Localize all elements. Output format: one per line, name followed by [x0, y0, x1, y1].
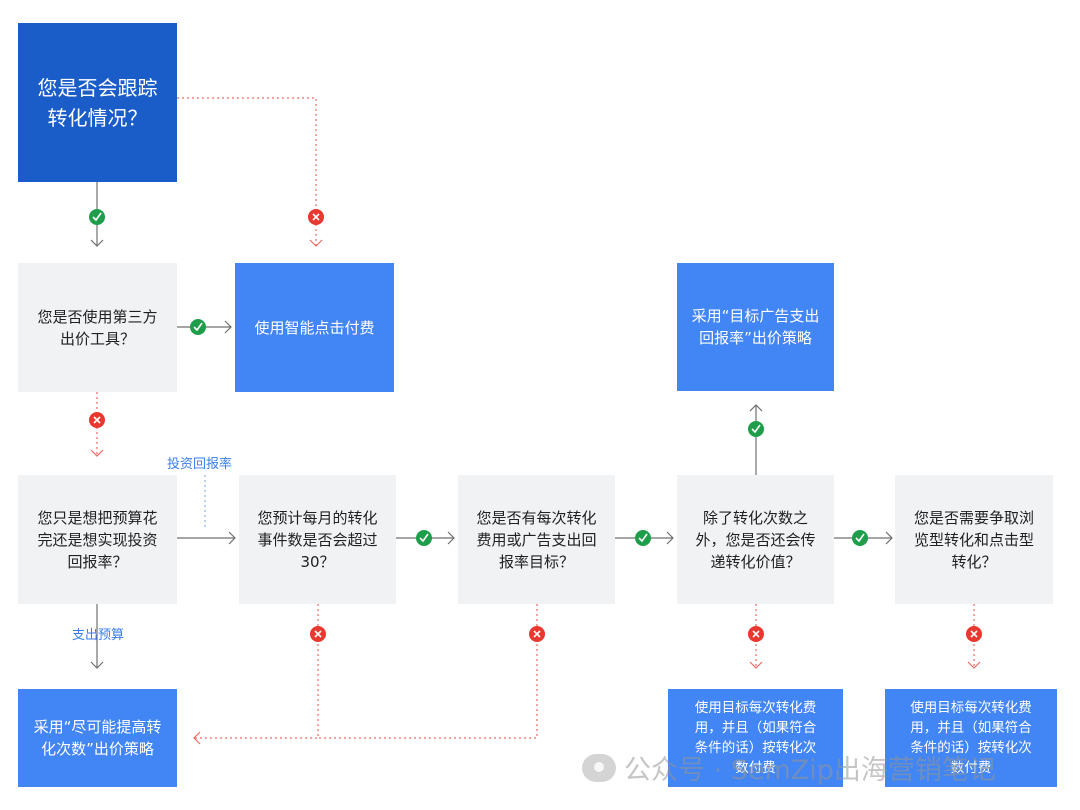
node-third-party-tool: 您是否使用第三方 出价工具？ — [18, 263, 177, 392]
watermark: 公众号 · SemZip出海营销笔记 — [582, 748, 996, 787]
no-x-icon — [89, 412, 105, 428]
no-x-icon — [966, 626, 982, 642]
node-smart-click: 使用智能点击付费 — [235, 263, 394, 392]
node-target-cpa-2: 使用目标每次转化费 用，并且（如果符合 条件的话）按转化次 数付费 — [885, 689, 1057, 787]
node-target-roas: 采用“目标广告支出 回报率”出价策略 — [677, 263, 834, 391]
node-cpa-roas-target: 您是否有每次转化 费用或广告支出回 报率目标？ — [458, 475, 615, 604]
yes-check-icon — [89, 209, 105, 225]
yes-check-icon — [852, 530, 868, 546]
watermark-text: 公众号 · SemZip出海营销笔记 — [624, 755, 996, 786]
yes-check-icon — [635, 530, 651, 546]
solid-connectors — [90, 182, 893, 669]
no-x-icon — [308, 209, 324, 225]
node-budget-or-roi: 您只是想把预算花 完还是想实现投资 回报率？ — [18, 475, 177, 604]
yes-check-icon — [416, 530, 432, 546]
yes-check-icon — [748, 421, 764, 437]
no-x-icon — [310, 626, 326, 642]
wechat-icon — [582, 753, 616, 782]
node-max-conversions: 采用“尽可能提高转 化次数”出价策略 — [18, 689, 177, 787]
dotted-connectors — [96, 97, 975, 739]
yes-check-icon — [190, 319, 206, 335]
no-x-icon — [529, 626, 545, 642]
no-x-icon — [748, 626, 764, 642]
dotted-arrowheads — [90, 239, 981, 745]
node-monthly-30: 您预计每月的转化 事件数是否会超过 30？ — [239, 475, 396, 604]
edge-label-spend-budget: 支出预算 — [72, 628, 125, 643]
node-view-click: 您是否需要争取浏 览型转化和点击型 转化？ — [895, 475, 1053, 604]
node-track-conversions: 您是否会跟踪 转化情况？ — [18, 23, 177, 182]
node-pass-value: 除了转化次数之 外，您是否还会传 递转化价值？ — [677, 475, 834, 604]
edge-label-roi: 投资回报率 — [167, 457, 233, 472]
node-target-cpa-1: 使用目标每次转化费 用，并且（如果符合 条件的话）按转化次 数付费 — [668, 689, 843, 787]
